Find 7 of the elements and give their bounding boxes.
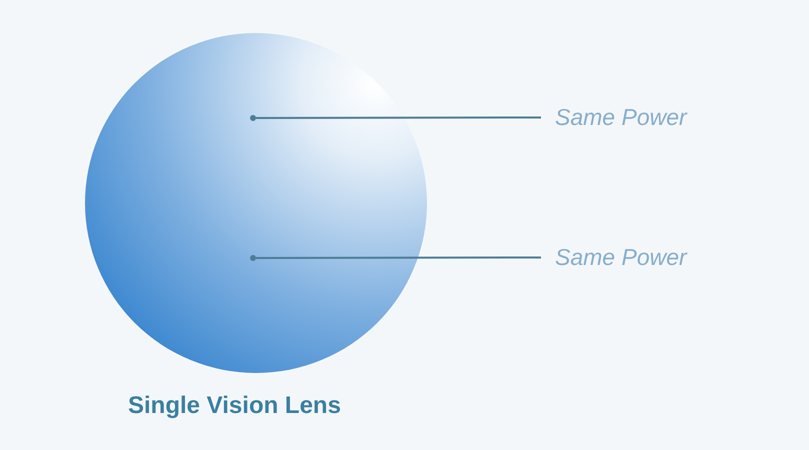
leader-line [256, 256, 541, 259]
callout-label: Same Power [555, 104, 687, 131]
leader-line [256, 116, 541, 119]
point-marker [250, 115, 256, 121]
point-marker [250, 255, 256, 261]
callout-label: Same Power [555, 244, 687, 271]
lens-label: Single Vision Lens [128, 392, 341, 420]
